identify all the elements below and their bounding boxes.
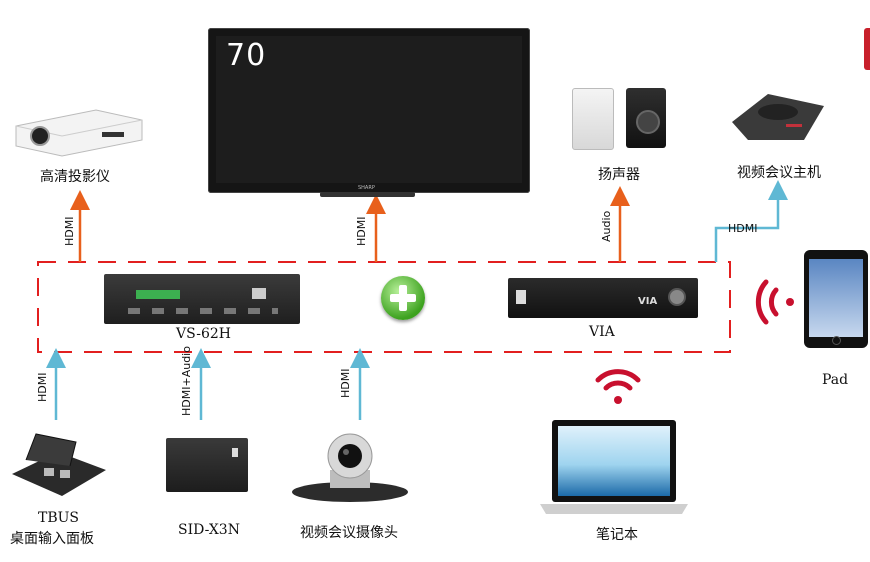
label-via: VIA [589,324,615,340]
via-device: VIA [508,278,698,318]
conn-projector: HDMI [63,216,76,246]
camera-image [292,433,408,502]
label-tbus-1: TBUS [38,510,80,526]
via-device-brand: VIA [638,296,658,307]
label-tbus-2: 桌面输入面板 [10,531,94,547]
tv-screen [216,36,522,183]
display-tv: 70 SHARP [208,28,530,193]
kramer-logo-icon [516,290,526,304]
conn-speaker: Audio [600,210,613,242]
wireless-icon-laptop [595,369,641,404]
label-projector: 高清投影仪 [40,169,110,185]
tv-brand: SHARP [358,185,375,191]
label-pad: Pad [822,372,849,388]
label-speaker: 扬声器 [598,167,640,183]
conn-conf-host: HDMI [728,222,758,235]
page-edge-tab [864,28,870,70]
processing-zone-box [37,261,731,353]
tbus-panel-image [12,433,106,496]
label-vs62h: VS-62H [176,326,231,342]
kramer-logo-icon [232,448,238,457]
conn-tbus: HDMI [36,372,49,402]
tv-size-label: 70 [226,38,267,73]
label-sid: SID-X3N [178,522,240,538]
plus-icon [381,276,425,320]
knob-icon [668,288,686,306]
conference-phone-image [732,94,824,140]
speaker-left-image [572,88,614,150]
sid-x3n-device [166,438,248,492]
label-laptop: 笔记本 [596,527,638,543]
vs62h-device [104,274,300,324]
conn-tv: HDMI [355,216,368,246]
conn-sid: HDMI+Audio [180,346,193,416]
arrow-conf-host [714,180,788,262]
laptop-image [540,420,688,514]
pad-image [804,250,868,348]
wireless-icon-pad [755,279,794,325]
tv-stand [320,192,415,197]
label-conf-host: 视频会议主机 [737,165,821,181]
label-camera: 视频会议摄像头 [300,525,398,541]
speaker-right-image [626,88,666,148]
projector-image [15,109,143,157]
conn-camera: HDMI [339,368,352,398]
